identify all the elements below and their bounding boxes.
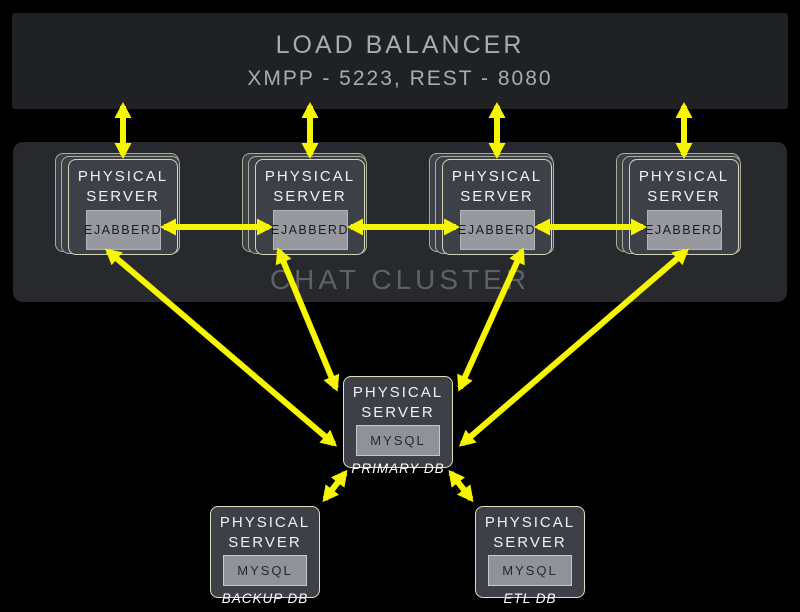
server-title: PHYSICAL SERVER xyxy=(451,168,543,205)
server-title: PHYSICAL SERVER xyxy=(484,514,576,551)
chat-server-2: PHYSICAL SERVER EJABBERD xyxy=(242,153,367,255)
etl-db-node: PHYSICAL SERVER MYSQL ETL DB xyxy=(475,506,585,606)
ejabberd-service-box: EJABBERD xyxy=(458,210,536,250)
load-balancer-title: LOAD BALANCER xyxy=(275,31,525,59)
db-role-label: ETL DB xyxy=(503,591,557,606)
service-label: MYSQL xyxy=(370,433,426,448)
mysql-service-box: MYSQL xyxy=(488,555,572,586)
server-title: PHYSICAL SERVER xyxy=(638,168,730,205)
db-role-label: BACKUP DB xyxy=(221,591,309,606)
service-label: EJABBERD xyxy=(84,223,162,237)
server-title: PHYSICAL SERVER xyxy=(77,168,169,205)
server-title: PHYSICAL SERVER xyxy=(352,384,444,421)
chat-server-1: PHYSICAL SERVER EJABBERD xyxy=(55,153,180,255)
chat-server-3: PHYSICAL SERVER EJABBERD xyxy=(429,153,554,255)
service-label: MYSQL xyxy=(502,563,558,578)
server-node: PHYSICAL SERVER EJABBERD xyxy=(442,159,552,255)
server-node: PHYSICAL SERVER EJABBERD xyxy=(629,159,739,255)
db-role-label: PRIMARY DB xyxy=(351,461,445,476)
ejabberd-service-box: EJABBERD xyxy=(645,210,723,250)
service-label: EJABBERD xyxy=(271,223,349,237)
chat-cluster-label: CHAT CLUSTER xyxy=(269,264,531,295)
mysql-service-box: MYSQL xyxy=(356,425,440,456)
server-title: PHYSICAL SERVER xyxy=(264,168,356,205)
service-label: EJABBERD xyxy=(458,223,536,237)
server-node: PHYSICAL SERVER EJABBERD xyxy=(255,159,365,255)
load-balancer-node: LOAD BALANCER XMPP - 5223, REST - 8080 xyxy=(12,13,788,109)
backup-db-node: PHYSICAL SERVER MYSQL BACKUP DB xyxy=(210,506,320,606)
load-balancer-ports: XMPP - 5223, REST - 8080 xyxy=(247,67,553,90)
ejabberd-service-box: EJABBERD xyxy=(84,210,162,250)
ejabberd-service-box: EJABBERD xyxy=(271,210,349,250)
primary-db-node: PHYSICAL SERVER MYSQL PRIMARY DB xyxy=(343,376,453,476)
chat-server-4: PHYSICAL SERVER EJABBERD xyxy=(616,153,741,255)
arrow-primarydb-backupdb xyxy=(322,469,348,503)
service-label: EJABBERD xyxy=(645,223,723,237)
arrow-primarydb-etldb xyxy=(448,469,474,503)
server-node: PHYSICAL SERVER EJABBERD xyxy=(68,159,178,255)
service-label: MYSQL xyxy=(237,563,293,578)
server-title: PHYSICAL SERVER xyxy=(219,514,311,551)
mysql-service-box: MYSQL xyxy=(223,555,307,586)
